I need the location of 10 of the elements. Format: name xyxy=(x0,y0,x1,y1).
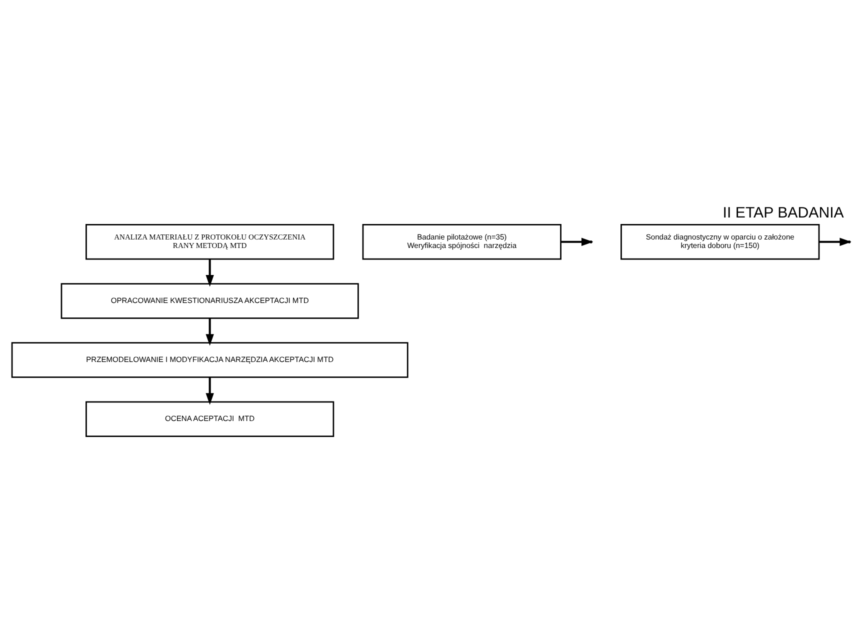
node-box: ANALIZA MATERIAŁU Z PROTOKOŁU OCZYSZCZENIA RANY METODĄ MTD xyxy=(86,224,334,260)
node-box: Badanie pilotażowe (n=35) Weryfikacja spójności narzędzia xyxy=(362,224,562,260)
diagram-title: II ETAP BADANIA xyxy=(722,204,844,222)
node-box: Sondaż diagnostyczny w oparciu o założone kryteria doboru (n=150) xyxy=(620,224,820,260)
node-box: OPRACOWANIE KWESTIONARIUSZA AKCEPTACJI MTD xyxy=(60,282,359,318)
node-box: OCENA ACEPTACJI MTD xyxy=(86,400,334,436)
node-box: PRZEMODELOWANIE I MODYFIKACJA NARZĘDZIA AKCEPTACJI MTD xyxy=(11,342,408,378)
arrow xyxy=(206,258,214,286)
arrow xyxy=(206,376,214,404)
arrow xyxy=(206,318,214,346)
